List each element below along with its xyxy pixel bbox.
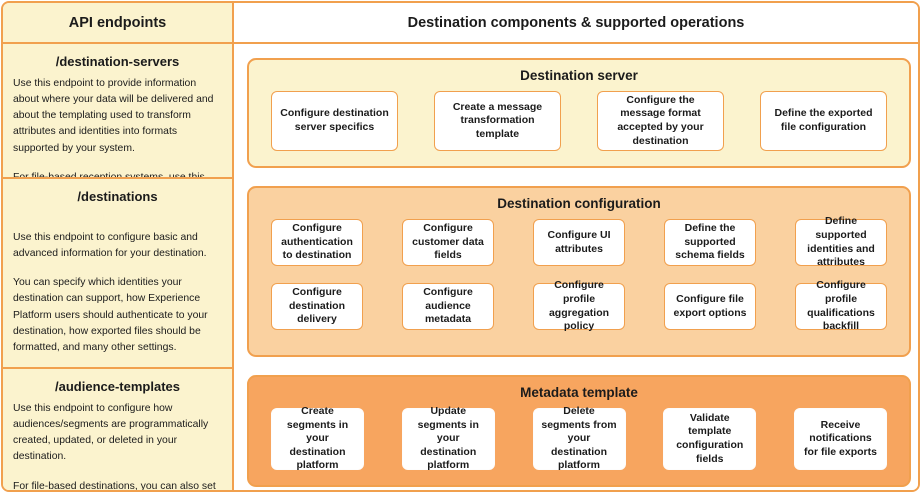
endpoint-section-description: Use this endpoint to configure how audie… <box>13 403 209 463</box>
operation-box: Configure destination delivery <box>271 283 363 330</box>
endpoint-section-title: /destinations <box>77 189 158 204</box>
endpoint-section-title: /destination-servers <box>55 54 180 69</box>
operation-box: Configure the message format accepted by… <box>597 91 724 151</box>
operation-row: Create segments in your destination plat… <box>271 405 887 471</box>
operation-box: Delete segments from your destination pl… <box>532 405 626 471</box>
operation-box: Create segments in your destination plat… <box>271 405 364 471</box>
destination-components-header: Destination components & supported opera… <box>234 3 918 44</box>
operation-box: Configure customer data fields <box>402 219 494 266</box>
operation-box: Receive notifications for file exports <box>794 408 887 470</box>
operation-box: Configure destination server specifics <box>271 91 398 151</box>
operation-box: Validate template configuration fields <box>663 408 757 470</box>
operation-box: Define the supported schema fields <box>664 219 756 266</box>
operation-row: Configure destination server specifics Cr… <box>271 91 887 151</box>
operation-box: Define supported identities and attribut… <box>795 215 887 268</box>
endpoint-section-description: You can specify which identities your de… <box>13 277 208 353</box>
panel-title: Destination configuration <box>497 196 661 211</box>
operation-box: Define the exported file configuration <box>760 91 887 151</box>
operation-box: Configure audience metadata <box>402 283 494 330</box>
operation-row: Configure authentication to destination C… <box>271 215 887 268</box>
endpoint-section-description: Use this endpoint to configure basic and… <box>13 232 207 260</box>
operation-box: Create a message transformation template <box>434 91 561 151</box>
operation-box: Configure profile qualifications backfil… <box>795 279 887 332</box>
destination-components-column: Destination components & supported opera… <box>234 3 918 490</box>
endpoint-section-title: /audience-templates <box>55 379 180 394</box>
endpoint-section-description: Use this endpoint to provide information… <box>13 78 214 154</box>
operation-box: Configure UI attributes <box>533 219 625 266</box>
panel-title: Destination server <box>520 68 638 83</box>
operation-box: Configure profile aggregation policy <box>533 279 625 332</box>
endpoint-section-description: For file-based destinations, you can als… <box>13 480 216 492</box>
api-endpoints-header: API endpoints <box>3 3 232 44</box>
operation-box: Update segments in your destination plat… <box>401 405 495 471</box>
panel-title: Metadata template <box>520 385 638 400</box>
endpoint-section-description: For file-based reception systems, use th… <box>13 171 205 179</box>
operation-box: Configure file export options <box>664 283 756 330</box>
operation-row: Configure destination delivery Configure … <box>271 279 887 332</box>
operation-box: Configure authentication to destination <box>271 219 363 266</box>
